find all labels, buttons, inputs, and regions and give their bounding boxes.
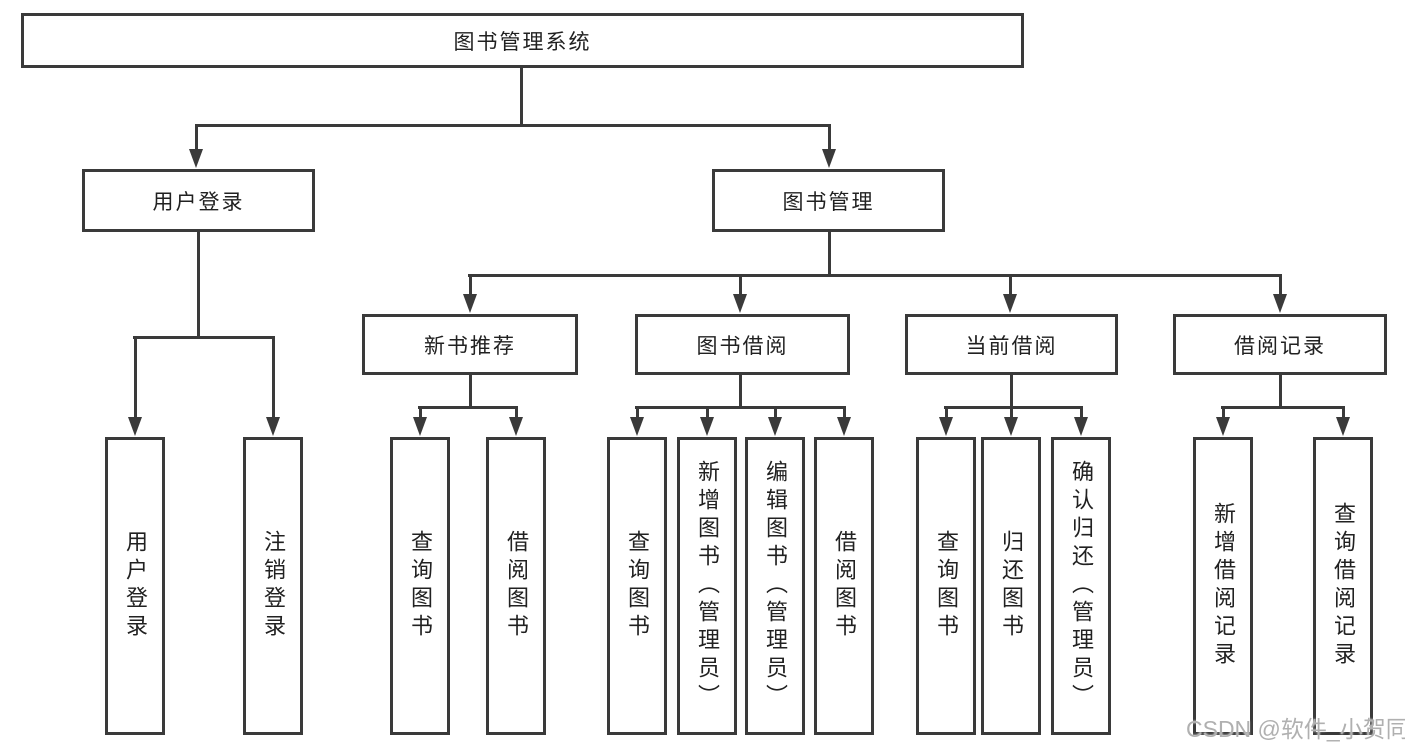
leaf-bb-query-book: 查询图书 xyxy=(607,437,667,735)
node-user-login: 用户登录 xyxy=(82,169,315,232)
arrow-down-icon xyxy=(128,417,142,436)
arrow-down-icon xyxy=(1003,294,1017,313)
leaf-bb-edit-book-label: 编辑图书（管理员） xyxy=(763,460,788,712)
leaf-br-add-record: 新增借阅记录 xyxy=(1193,437,1253,735)
connector-book-borrow-rail xyxy=(635,406,846,409)
connector-current-borrow-rail xyxy=(944,406,1083,409)
leaf-cb-return-book-label: 归还图书 xyxy=(999,530,1024,642)
node-book-management: 图书管理 xyxy=(712,169,945,232)
connector-stub-leaf xyxy=(272,336,275,420)
leaf-bb-add-book: 新增图书（管理员） xyxy=(677,437,737,735)
connector-user-login-drop xyxy=(197,232,200,338)
node-book-management-label: 图书管理 xyxy=(782,190,875,214)
arrow-down-icon xyxy=(1074,417,1088,436)
connector-new-book-rail xyxy=(418,406,518,409)
node-new-book-recommend-label: 新书推荐 xyxy=(424,334,516,358)
leaf-nb-borrow-book-label: 借阅图书 xyxy=(504,530,529,642)
connector-stub-leaf xyxy=(636,406,639,420)
node-borrow-record-label: 借阅记录 xyxy=(1234,334,1326,358)
arrow-down-icon xyxy=(1216,417,1230,436)
connector-stub-leaf xyxy=(1342,406,1345,420)
leaf-cb-query-book: 查询图书 xyxy=(916,437,976,735)
connector-stub-leaf xyxy=(1080,406,1083,420)
connector-level2-rail xyxy=(195,124,831,127)
leaf-bb-edit-book: 编辑图书（管理员） xyxy=(745,437,805,735)
leaf-bb-query-book-label: 查询图书 xyxy=(625,530,650,642)
connector-stub-borrow-record xyxy=(1279,274,1282,296)
leaf-nb-query-book: 查询图书 xyxy=(390,437,450,735)
connector-stub-leaf xyxy=(945,406,948,420)
arrow-down-icon xyxy=(266,417,280,436)
node-current-borrow: 当前借阅 xyxy=(905,314,1118,375)
leaf-br-query-record: 查询借阅记录 xyxy=(1313,437,1373,735)
connector-new-book-drop xyxy=(469,374,472,408)
connector-stub-leaf xyxy=(1222,406,1225,420)
connector-current-borrow-drop xyxy=(1010,374,1013,408)
node-book-borrow-label: 图书借阅 xyxy=(696,334,789,358)
node-user-login-label: 用户登录 xyxy=(152,190,245,214)
connector-stub-leaf xyxy=(134,336,137,420)
arrow-down-icon xyxy=(768,417,782,436)
node-current-borrow-label: 当前借阅 xyxy=(965,334,1058,358)
connector-stub-user-login xyxy=(195,124,198,152)
leaf-bb-add-book-label: 新增图书（管理员） xyxy=(695,460,720,712)
connector-borrow-record-rail xyxy=(1221,406,1345,409)
arrow-down-icon xyxy=(509,417,523,436)
connector-root-drop xyxy=(520,68,523,126)
connector-book-borrow-drop xyxy=(739,374,742,408)
arrow-down-icon xyxy=(463,294,477,313)
node-root: 图书管理系统 xyxy=(21,13,1024,68)
node-book-borrow: 图书借阅 xyxy=(635,314,850,375)
connector-borrow-record-drop xyxy=(1279,374,1282,408)
leaf-cb-confirm-return: 确认归还（管理员） xyxy=(1051,437,1111,735)
connector-level3-rail xyxy=(468,274,1282,277)
connector-stub-leaf xyxy=(515,406,518,420)
node-borrow-record: 借阅记录 xyxy=(1173,314,1387,375)
arrow-down-icon xyxy=(630,417,644,436)
arrow-down-icon xyxy=(700,417,714,436)
node-new-book-recommend: 新书推荐 xyxy=(362,314,578,375)
leaf-cb-return-book: 归还图书 xyxy=(981,437,1041,735)
arrow-down-icon xyxy=(822,149,836,168)
leaf-br-query-record-label: 查询借阅记录 xyxy=(1331,502,1356,670)
arrow-down-icon xyxy=(1273,294,1287,313)
connector-stub-book-management xyxy=(828,124,831,152)
leaf-cb-query-book-label: 查询图书 xyxy=(934,530,959,642)
leaf-nb-borrow-book: 借阅图书 xyxy=(486,437,546,735)
leaf-br-add-record-label: 新增借阅记录 xyxy=(1211,502,1236,670)
leaf-user-login-label: 用户登录 xyxy=(123,530,148,642)
connector-stub-leaf xyxy=(419,406,422,420)
connector-stub-current-borrow xyxy=(1009,274,1012,296)
arrow-down-icon xyxy=(939,417,953,436)
leaf-logout-login-label: 注销登录 xyxy=(261,530,286,642)
connector-book-management-drop xyxy=(828,232,831,276)
leaf-bb-borrow-book-label: 借阅图书 xyxy=(832,530,857,642)
arrow-down-icon xyxy=(733,294,747,313)
connector-stub-leaf xyxy=(774,406,777,420)
connector-user-login-rail xyxy=(133,336,275,339)
leaf-cb-confirm-return-label: 确认归还（管理员） xyxy=(1069,460,1094,712)
watermark: CSDN @软件_小贺同学 xyxy=(1186,716,1405,742)
connector-stub-new-book xyxy=(469,274,472,296)
connector-stub-leaf xyxy=(843,406,846,420)
connector-stub-leaf xyxy=(706,406,709,420)
arrow-down-icon xyxy=(189,149,203,168)
arrow-down-icon xyxy=(1004,417,1018,436)
node-root-label: 图书管理系统 xyxy=(453,30,592,54)
connector-stub-book-borrow xyxy=(739,274,742,296)
leaf-logout-login: 注销登录 xyxy=(243,437,303,735)
arrow-down-icon xyxy=(1336,417,1350,436)
leaf-bb-borrow-book: 借阅图书 xyxy=(814,437,874,735)
leaf-nb-query-book-label: 查询图书 xyxy=(408,530,433,642)
leaf-user-login: 用户登录 xyxy=(105,437,165,735)
connector-stub-leaf xyxy=(1010,406,1013,420)
arrow-down-icon xyxy=(413,417,427,436)
arrow-down-icon xyxy=(837,417,851,436)
